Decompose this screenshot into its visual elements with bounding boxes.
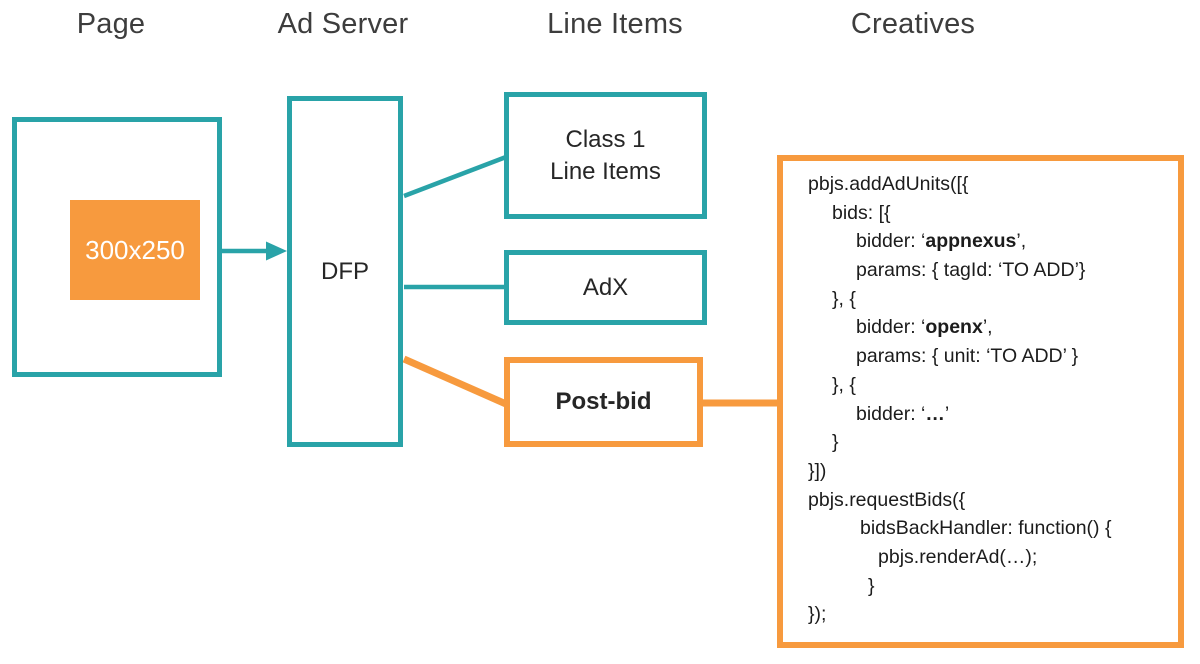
column-header-creatives: Creatives [850, 8, 976, 40]
column-header-line-items: Line Items [547, 8, 683, 40]
column-header-page: Page [76, 8, 146, 40]
code-line: } [832, 431, 839, 454]
code-line: bidder: ‘appnexus’, [856, 230, 1027, 253]
adx-box: AdX [504, 250, 707, 325]
code-line: }, { [832, 287, 856, 310]
code-line: params: { tagId: ‘TO ADD’} [856, 259, 1086, 282]
arrow-page-to-dfp-head [266, 241, 287, 261]
class1-label-line2: Line Items [550, 157, 661, 185]
code-line: pbjs.addAdUnits([{ [808, 173, 969, 195]
postbid-label: Post-bid [555, 388, 652, 415]
code-line: pbjs.requestBids({ [808, 488, 966, 511]
code-line: }); [808, 603, 827, 626]
code-line: }, { [832, 373, 856, 396]
column-header-ad-server: Ad Server [277, 8, 409, 40]
code-line: bidsBackHandler: function() { [860, 517, 1112, 540]
code-block: pbjs.addAdUnits([{ bids: [{ bidder: ‘appne… [808, 170, 1168, 629]
code-line: bidder: ‘openx’, [856, 316, 993, 339]
code-line: } [868, 574, 875, 597]
adx-label: AdX [582, 273, 629, 301]
dfp-box: DFP [287, 96, 403, 447]
code-line: params: { unit: ‘TO ADD’ } [856, 345, 1079, 368]
code-line: }]) [808, 459, 827, 482]
class1-line-items-box: Class 1 Line Items [504, 92, 707, 219]
connector-dfp-to-postbid [402, 355, 508, 408]
dfp-label: DFP [321, 257, 369, 285]
code-line: bids: [{ [832, 201, 891, 224]
ad-slot-label: 300x250 [85, 234, 185, 265]
postbid-box: Post-bid [504, 357, 703, 447]
code-line: bidder: ‘…’ [856, 402, 950, 425]
connector-dfp-to-class1 [403, 154, 507, 199]
class1-label-line1: Class 1 [565, 125, 646, 153]
creatives-box [777, 155, 1184, 648]
code-line: pbjs.renderAd(…); [878, 545, 1038, 568]
ad-slot-300x250: 300x250 [70, 200, 200, 300]
